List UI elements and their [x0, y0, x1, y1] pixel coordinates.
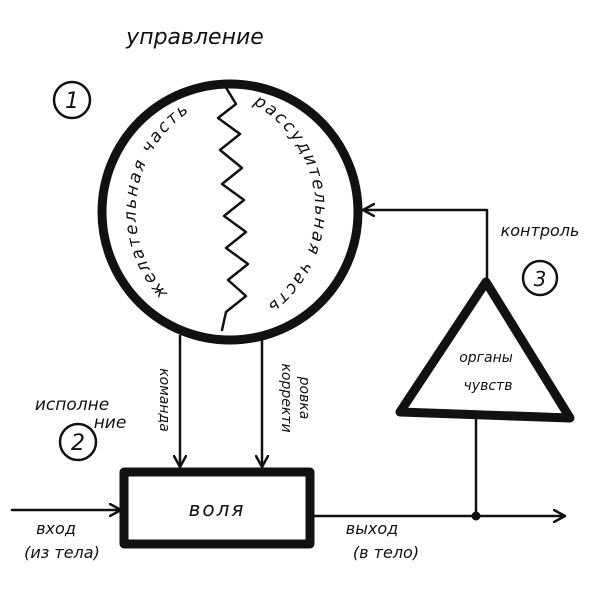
- number-circle-3: [521, 259, 559, 297]
- control-arrow: [364, 210, 489, 282]
- input-label-line1: вход: [36, 519, 76, 538]
- will-label: воля: [189, 497, 246, 521]
- will-box: [119, 467, 315, 549]
- correction-label-line1: корректи: [278, 363, 294, 432]
- execution-label-line2: ние: [94, 413, 127, 433]
- soul-circle: [97, 79, 363, 345]
- zigzag-divider: [216, 84, 250, 332]
- number-circle-1: [52, 80, 92, 120]
- number-2: 2: [71, 431, 85, 456]
- number-1: 1: [65, 89, 79, 114]
- senses-label-line1: органы: [459, 350, 513, 366]
- input-label-line2: (из тела): [24, 543, 100, 562]
- correction-label-line2: ровка: [296, 376, 312, 420]
- command-label: команда: [156, 368, 172, 432]
- output-label-line2: (в тело): [353, 543, 419, 562]
- control-label: контроль: [501, 221, 580, 240]
- number-3: 3: [534, 267, 547, 291]
- number-circle-2: [58, 422, 98, 462]
- title-control: управление: [125, 25, 264, 50]
- execution-label-line1: исполне: [35, 395, 109, 415]
- senses-label-line2: чувств: [464, 378, 513, 394]
- output-label-line1: выход: [346, 519, 398, 538]
- junction-dot: [471, 511, 481, 521]
- senses-triangle: [395, 277, 575, 423]
